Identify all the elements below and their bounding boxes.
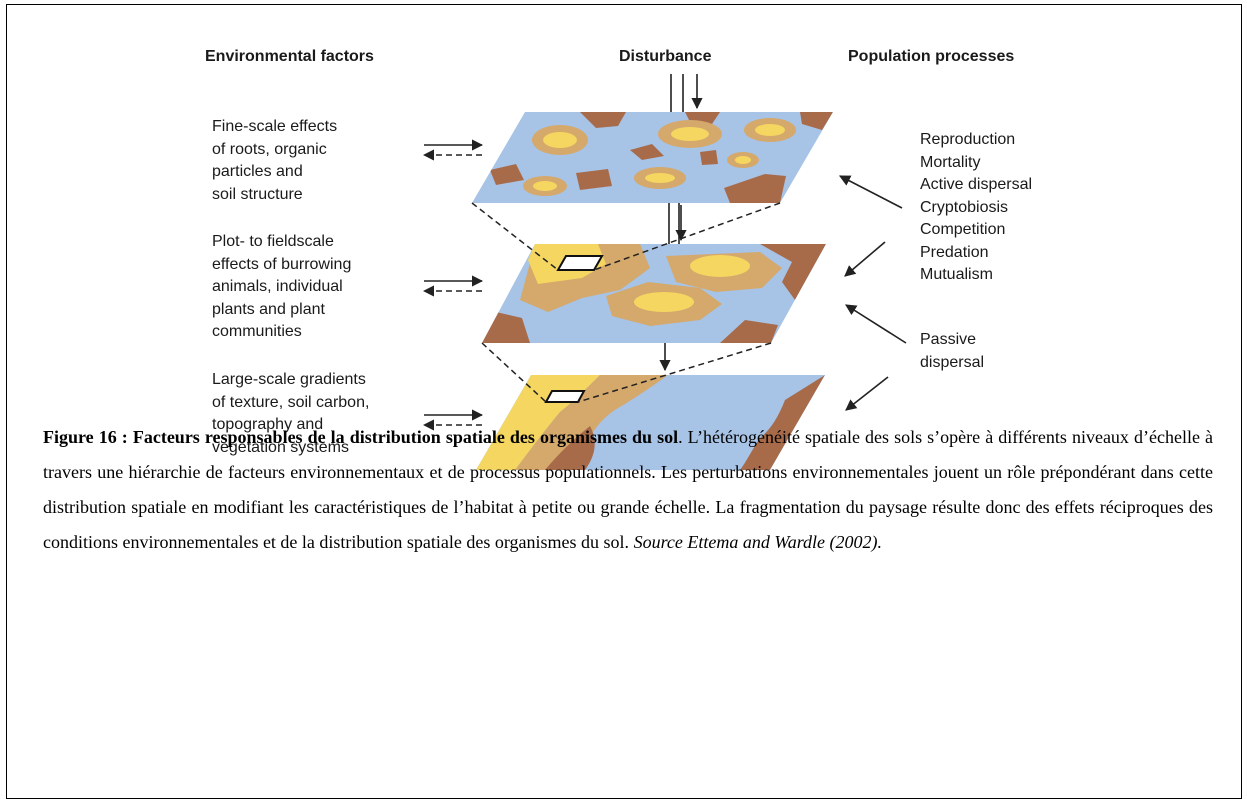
brown-patch bbox=[576, 169, 612, 190]
fine-scale-layer bbox=[472, 112, 833, 203]
brown-patch bbox=[760, 244, 826, 300]
projection-line bbox=[481, 342, 547, 403]
plot-scale-layer bbox=[482, 244, 826, 343]
caption-title: Figure 16 : Facteurs responsables de la … bbox=[43, 427, 679, 447]
header-disturbance: Disturbance bbox=[619, 48, 712, 65]
projection-line bbox=[593, 202, 781, 271]
brown-patch bbox=[490, 164, 524, 185]
yellow-patch bbox=[671, 127, 709, 141]
projection-line bbox=[471, 202, 559, 271]
header-environmental-factors: Environmental factors bbox=[205, 48, 374, 65]
population-process-list: Reproduction Mortality Active dispersal … bbox=[920, 131, 1033, 283]
yellow-patch bbox=[543, 132, 577, 148]
process-arrow bbox=[839, 175, 903, 209]
yellow-patch bbox=[735, 156, 751, 164]
env-factor-large-scale: Large-scale gradients of texture, soil c… bbox=[212, 371, 370, 456]
process-arrow bbox=[845, 304, 907, 344]
zoom-window-bottom bbox=[544, 390, 586, 403]
brown-region bbox=[545, 426, 595, 470]
env-factor-plot-scale: Plot- to fieldscale effects of burrowing… bbox=[212, 233, 352, 340]
brown-patch bbox=[724, 174, 786, 203]
process-arrow bbox=[845, 376, 889, 411]
yellow-patch bbox=[690, 255, 750, 277]
projection-line bbox=[577, 342, 772, 403]
caption-body: . L’hétérogénéité spatiale des sols s’op… bbox=[43, 427, 1213, 552]
large-scale-layer bbox=[476, 375, 825, 470]
zoom-window-top bbox=[556, 255, 604, 271]
yellow-patch bbox=[645, 173, 675, 183]
brown-patch bbox=[720, 320, 778, 343]
yellow-patch bbox=[634, 292, 694, 312]
figure-caption: Figure 16 : Facteurs responsables de la … bbox=[43, 420, 1213, 560]
brown-patch bbox=[700, 150, 718, 165]
brown-patch bbox=[580, 112, 626, 128]
brown-region bbox=[740, 375, 825, 470]
process-arrow bbox=[844, 241, 886, 277]
header-population-processes: Population processes bbox=[848, 48, 1015, 65]
brown-patch bbox=[800, 112, 833, 130]
yellow-patch bbox=[533, 181, 557, 191]
env-factor-fine-scale: Fine-scale effects of roots, organic par… bbox=[212, 118, 338, 203]
population-process-passive-dispersal: Passive dispersal bbox=[920, 331, 985, 371]
tan-region bbox=[515, 375, 668, 470]
caption-source: Source Ettema and Wardle (2002). bbox=[633, 532, 883, 552]
brown-patch bbox=[630, 144, 664, 160]
yellow-patch bbox=[755, 124, 785, 136]
